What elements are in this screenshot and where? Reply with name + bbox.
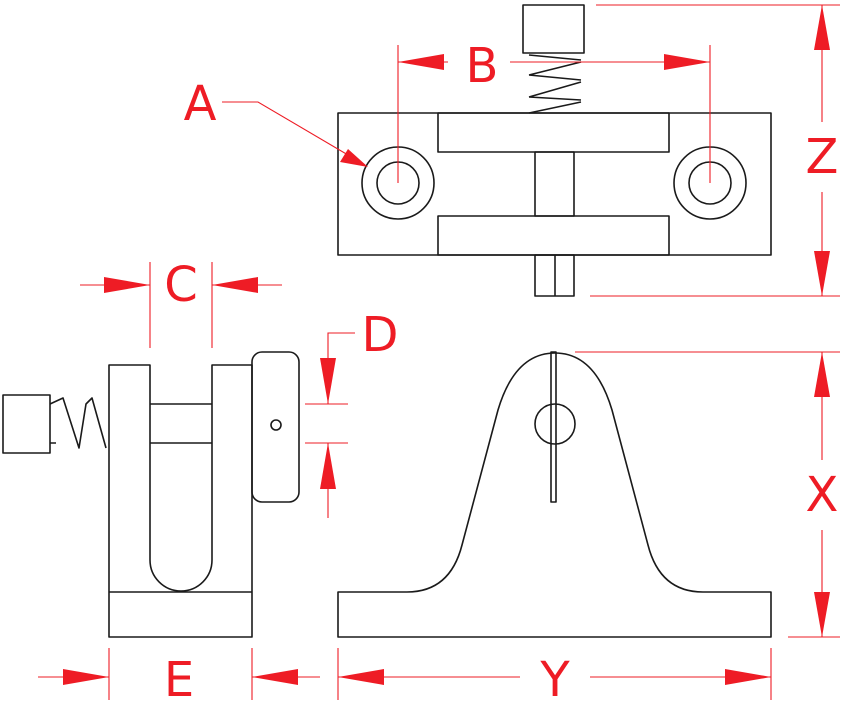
dimension-a-leader	[222, 101, 366, 166]
side-view-u-bracket	[108, 364, 253, 638]
top-view-pin-shaft	[534, 151, 575, 217]
dimension-y-arrow-left	[338, 669, 384, 685]
dimension-d-arrow-top	[320, 358, 336, 404]
top-view-spring	[528, 54, 582, 114]
side-view	[2, 351, 300, 638]
dimension-z-arrow-bottom	[814, 251, 830, 296]
dimension-a-arrowhead	[340, 149, 368, 167]
dimension-x-arrow-top	[814, 352, 830, 397]
dimension-a: A	[184, 76, 368, 167]
dimension-e-label: E	[164, 652, 194, 705]
dimension-d-arrow-bottom	[320, 443, 336, 489]
side-view-lock-hole	[270, 419, 282, 431]
side-view-spring	[49, 397, 107, 449]
dimension-x-arrow-bottom	[814, 592, 830, 637]
dimension-c-label: C	[164, 257, 198, 313]
dimension-y: Y	[337, 648, 772, 705]
side-view-lock-ring	[251, 351, 300, 503]
dimension-x-label: X	[806, 467, 839, 523]
top-view-base-plate	[337, 112, 772, 256]
dimension-b-label: B	[466, 38, 499, 94]
side-view-knob	[2, 394, 51, 454]
top-view-slot-lower	[437, 215, 670, 256]
dimension-c-arrow-right	[212, 277, 258, 293]
dimension-d-label: D	[362, 307, 399, 363]
dimension-a-label: A	[184, 76, 217, 132]
dimension-y-label: Y	[539, 652, 570, 705]
dimension-z: Z	[590, 4, 840, 297]
dimension-b: B	[397, 38, 711, 183]
dimension-y-arrow-right	[725, 669, 771, 685]
front-view-pin-hole	[534, 403, 576, 445]
top-view	[337, 4, 772, 297]
dimension-d: D	[305, 307, 398, 518]
dimension-e: E	[38, 648, 320, 705]
dimension-b-arrow-right	[664, 54, 710, 70]
dimension-c-arrow-left	[104, 277, 150, 293]
top-view-knob	[522, 4, 585, 54]
front-view-body	[337, 352, 772, 638]
dimension-e-arrow-right	[252, 669, 298, 685]
dimension-z-label: Z	[806, 129, 839, 185]
dimension-x: X	[575, 351, 840, 638]
front-view-pin-blade	[550, 351, 557, 503]
top-view-slot-upper	[437, 112, 670, 153]
dimension-b-arrow-left	[398, 54, 444, 70]
front-view	[337, 351, 772, 638]
dimension-z-arrow-top	[814, 5, 830, 50]
dimension-e-arrow-left	[63, 669, 109, 685]
dimension-c: C	[80, 257, 282, 348]
